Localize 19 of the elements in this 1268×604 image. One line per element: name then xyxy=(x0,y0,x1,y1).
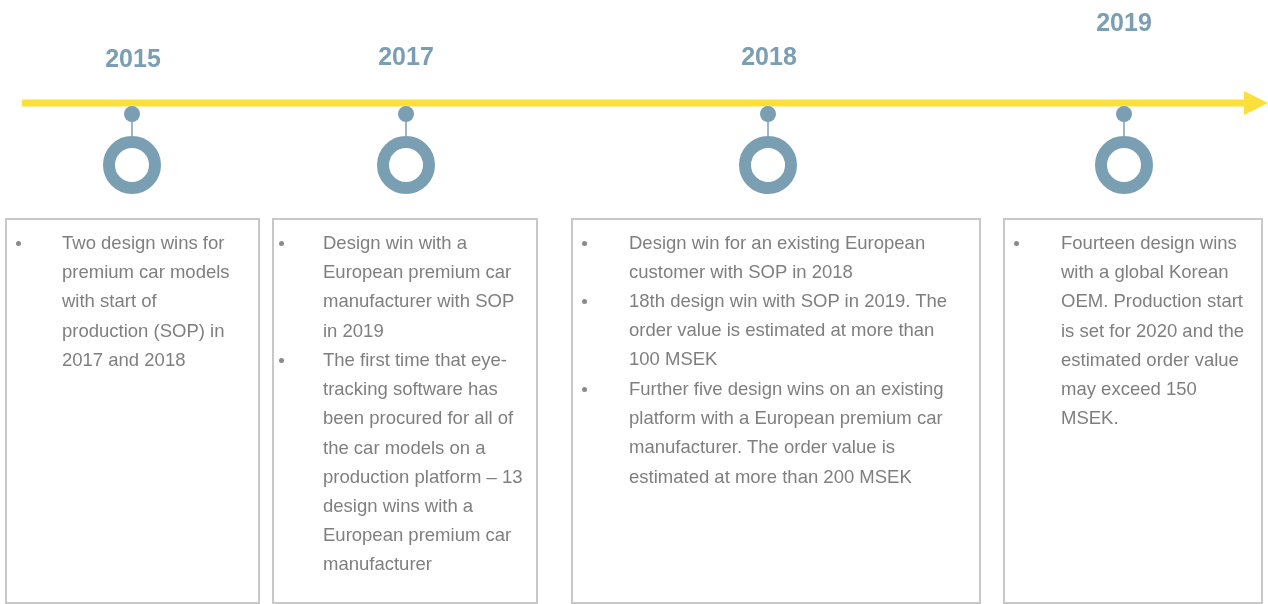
bullet-text: Two design wins for premium car models with start of production (SOP) in 2017 and 2018 xyxy=(62,231,231,372)
ring-circle xyxy=(1095,136,1153,194)
bullet-text: Design win with a European premium car manufacturer with SOP in 2019 xyxy=(323,231,515,343)
text-card xyxy=(5,218,260,604)
year-label: 2019 xyxy=(1096,8,1152,37)
year-label: 2018 xyxy=(741,42,797,71)
ring-circle xyxy=(377,136,435,194)
ring-circle xyxy=(103,136,161,194)
bullet-text: 18th design win with SOP in 2019. The order value is estimated at more than 100 MSEK xyxy=(629,289,949,372)
bullet-text: Design win for an existing European customer with SOP in 2018 xyxy=(629,231,927,285)
year-label: 2015 xyxy=(105,44,161,73)
text-card xyxy=(1003,218,1263,604)
text-card xyxy=(571,218,981,604)
bullet-text: The first time that eye-tracking software has been procured for all of the car models on a production platform – 13 design wins with a European premium car manufacturer xyxy=(323,348,523,577)
text-card xyxy=(272,218,538,604)
bullet-text: Further five design wins on an existing platform with a European premium car manufacturer. The order value is estimated at more than 200 MSEK xyxy=(629,377,945,489)
ring-circle xyxy=(739,136,797,194)
year-label: 2017 xyxy=(378,42,434,71)
bullet-text: Fourteen design wins with a global Korean OEM. Production start is set for 2020 and the estimated order value may exceed 150 MSEK. xyxy=(1061,231,1246,431)
